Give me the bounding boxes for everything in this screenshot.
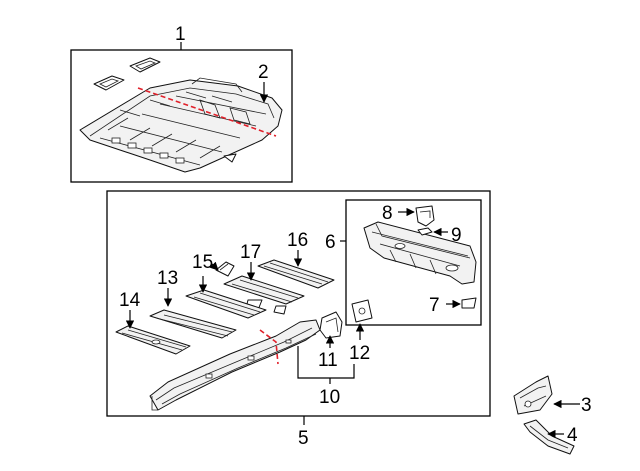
callout-10[interactable]: 10 (319, 387, 340, 408)
callout-14[interactable]: 14 (119, 290, 141, 311)
bracket-3[interactable] (513, 375, 553, 415)
clip-9[interactable] (417, 227, 433, 236)
callout-11[interactable]: 11 (318, 350, 338, 371)
callout-5[interactable]: 5 (298, 428, 309, 449)
bracket-7[interactable] (461, 297, 477, 309)
rear-panel-box (345, 199, 482, 326)
callout-7[interactable]: 7 (429, 295, 440, 316)
rails-box (106, 190, 491, 417)
plate-12[interactable] (351, 299, 373, 323)
callout-6[interactable]: 6 (325, 232, 336, 253)
cut-line-rail (259, 329, 279, 365)
crossmember-16[interactable] (257, 259, 335, 289)
bracket-8[interactable] (415, 205, 435, 227)
callout-15[interactable]: 15 (192, 252, 213, 273)
floor-pad-right[interactable] (129, 57, 161, 73)
callout-4[interactable]: 4 (567, 425, 578, 446)
frame-rail[interactable] (149, 319, 321, 411)
callout-12[interactable]: 12 (349, 343, 370, 364)
callout-3[interactable]: 3 (581, 395, 592, 416)
callout-8[interactable]: 8 (382, 203, 393, 224)
floor-pad-left[interactable] (93, 75, 125, 91)
callout-16[interactable]: 16 (287, 230, 308, 251)
callout-1[interactable]: 1 (175, 24, 186, 45)
cut-line-floor (137, 87, 277, 137)
floor-pan[interactable] (79, 77, 283, 173)
callout-9[interactable]: 9 (451, 225, 462, 246)
callout-17[interactable]: 17 (240, 242, 261, 263)
crossmember-14[interactable] (115, 325, 191, 355)
crossmember-13[interactable] (149, 289, 267, 339)
bracket-11[interactable] (319, 311, 343, 339)
bracket-15[interactable] (215, 261, 235, 277)
callout-13[interactable]: 13 (157, 268, 178, 289)
crossmember-17[interactable] (223, 275, 305, 315)
floor-clip[interactable] (223, 153, 237, 163)
callout-2[interactable]: 2 (258, 62, 269, 83)
